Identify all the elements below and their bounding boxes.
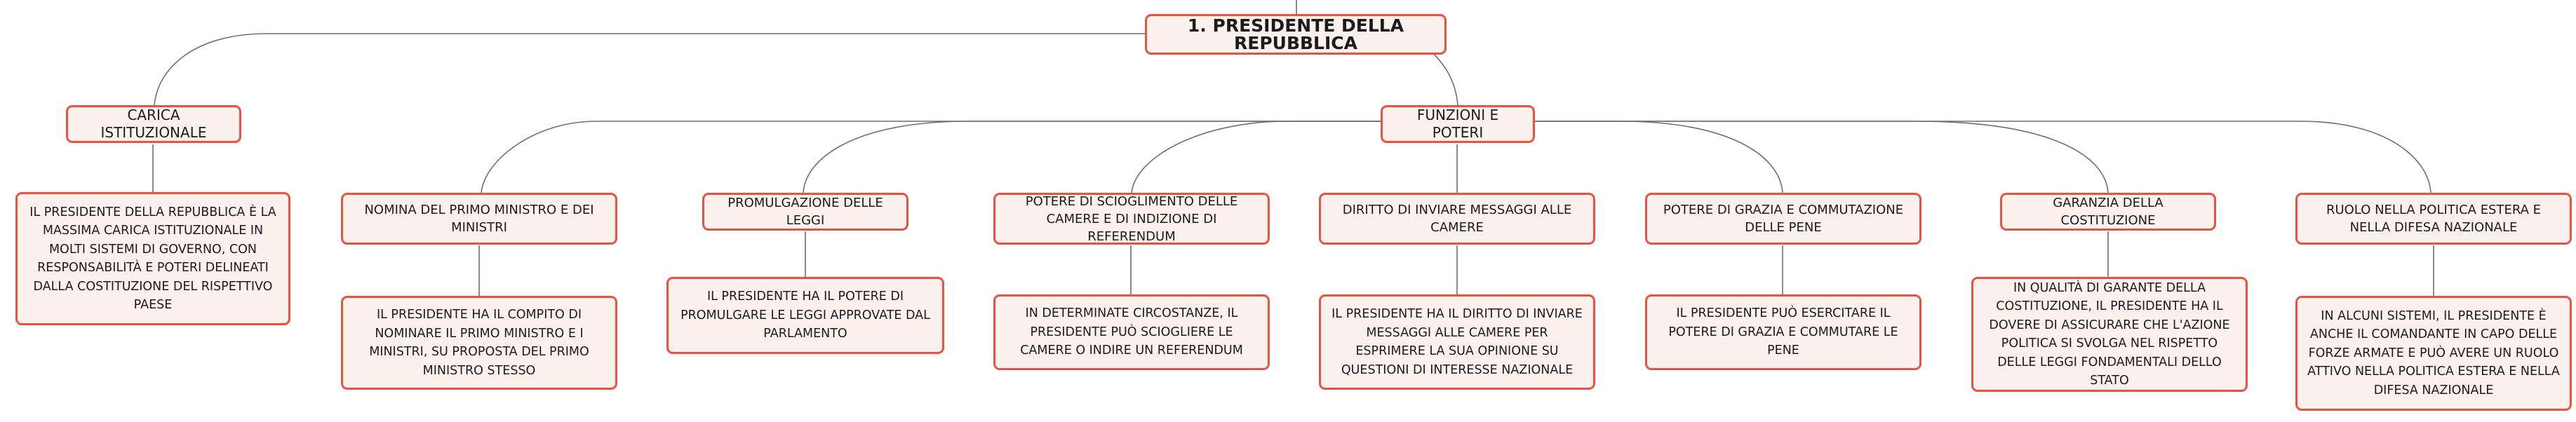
- carica-detail-node[interactable]: IL PRESIDENTE DELLA REPUBBLICA È LA MASS…: [15, 192, 290, 325]
- funzioni-detail-node[interactable]: IL PRESIDENTE HA IL COMPITO DI NOMINARE …: [341, 296, 617, 390]
- connector-line: [1535, 121, 2109, 193]
- funzioni-detail-text: IL PRESIDENTE PUÒ ESERCITARE IL POTERE D…: [1668, 306, 1898, 358]
- funzioni-detail-node[interactable]: IL PRESIDENTE PUÒ ESERCITARE IL POTERE D…: [1645, 294, 1921, 370]
- funzioni-item-node[interactable]: DIRITTO DI INVIARE MESSAGGI ALLE CAMERE: [1319, 193, 1595, 245]
- funzioni-detail-node[interactable]: IN DETERMINATE CIRCOSTANZE, IL PRESIDENT…: [993, 294, 1270, 370]
- connector-line: [1535, 121, 1783, 193]
- funzioni-label: FUNZIONI E POTERI: [1416, 107, 1499, 141]
- funzioni-node[interactable]: FUNZIONI E POTERI: [1381, 105, 1535, 143]
- funzioni-detail-node[interactable]: IN QUALITÀ DI GARANTE DELLA COSTITUZIONE…: [1971, 277, 2248, 392]
- connector-line: [154, 33, 1145, 106]
- funzioni-detail-text: IL PRESIDENTE HA IL POTERE DI PROMULGARE…: [680, 290, 930, 341]
- root-node[interactable]: 1. PRESIDENTE DELLA REPUBBLICA: [1145, 14, 1447, 55]
- funzioni-detail-text: IN QUALITÀ DI GARANTE DELLA COSTITUZIONE…: [1989, 280, 2230, 388]
- funzioni-item-label: GARANZIA DELLA COSTITUZIONE: [2053, 196, 2164, 228]
- funzioni-item-node[interactable]: NOMINA DEL PRIMO MINISTRO E DEI MINISTRI: [341, 193, 617, 245]
- carica-label: CARICA ISTITUZIONALE: [100, 107, 207, 141]
- connector-line: [1535, 121, 2431, 193]
- funzioni-detail-text: IN DETERMINATE CIRCOSTANZE, IL PRESIDENT…: [1020, 306, 1243, 358]
- funzioni-detail-text: IL PRESIDENTE HA IL COMPITO DI NOMINARE …: [369, 308, 589, 378]
- funzioni-item-label: POTERE DI SCIOGLIMENTO DELLE CAMERE E DI…: [1025, 193, 1238, 244]
- carica-node[interactable]: CARICA ISTITUZIONALE: [66, 105, 241, 143]
- funzioni-detail-text: IN ALCUNI SISTEMI, IL PRESIDENTE È ANCHE…: [2307, 308, 2560, 397]
- funzioni-detail-text: IL PRESIDENTE HA IL DIRITTO DI INVIARE M…: [1331, 307, 1583, 377]
- funzioni-item-node[interactable]: RUOLO NELLA POLITICA ESTERA E NELLA DIFE…: [2295, 193, 2572, 245]
- funzioni-item-node[interactable]: POTERE DI GRAZIA E COMMUTAZIONE DELLE PE…: [1645, 193, 1921, 245]
- funzioni-item-node[interactable]: POTERE DI SCIOGLIMENTO DELLE CAMERE E DI…: [993, 193, 1270, 245]
- funzioni-item-label: PROMULGAZIONE DELLE LEGGI: [727, 196, 883, 228]
- root-label: 1. PRESIDENTE DELLA REPUBBLICA: [1187, 15, 1404, 53]
- connector-line: [803, 121, 1381, 193]
- carica-detail-text: IL PRESIDENTE DELLA REPUBBLICA È LA MASS…: [29, 205, 276, 313]
- funzioni-detail-node[interactable]: IL PRESIDENTE HA IL POTERE DI PROMULGARE…: [666, 277, 944, 354]
- funzioni-detail-node[interactable]: IN ALCUNI SISTEMI, IL PRESIDENTE È ANCHE…: [2295, 296, 2572, 411]
- funzioni-item-label: NOMINA DEL PRIMO MINISTRO E DEI MINISTRI: [364, 203, 594, 235]
- funzioni-item-label: DIRITTO DI INVIARE MESSAGGI ALLE CAMERE: [1342, 203, 1572, 235]
- connector-line: [1131, 121, 1381, 193]
- funzioni-detail-node[interactable]: IL PRESIDENTE HA IL DIRITTO DI INVIARE M…: [1319, 294, 1595, 390]
- funzioni-item-label: RUOLO NELLA POLITICA ESTERA E NELLA DIFE…: [2326, 203, 2542, 235]
- funzioni-item-node[interactable]: GARANZIA DELLA COSTITUZIONE: [2000, 193, 2216, 231]
- connector-line: [481, 121, 1381, 193]
- funzioni-item-node[interactable]: PROMULGAZIONE DELLE LEGGI: [702, 193, 908, 231]
- funzioni-item-label: POTERE DI GRAZIA E COMMUTAZIONE DELLE PE…: [1663, 203, 1904, 235]
